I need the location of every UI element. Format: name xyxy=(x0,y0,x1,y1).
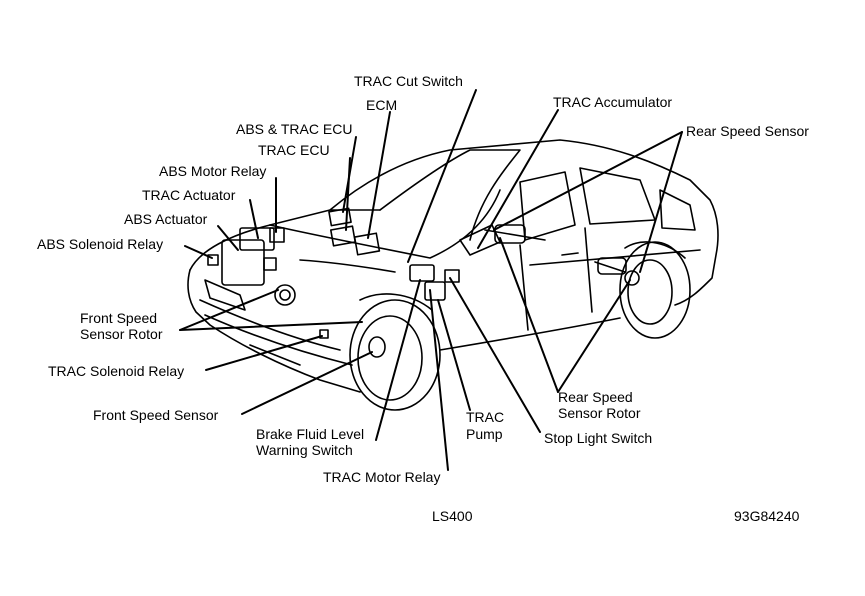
label-rear-speed-sensor: Rear Speed Sensor xyxy=(686,123,809,139)
label-trac-ecu: TRAC ECU xyxy=(258,142,330,158)
leader-trac-ecu xyxy=(345,157,351,231)
leader-trac-motor-relay xyxy=(429,289,449,471)
leader-ecm xyxy=(367,111,391,239)
label-stop-light-switch: Stop Light Switch xyxy=(544,430,653,446)
model-label: LS400 xyxy=(432,508,473,524)
leader-rear-speed-sensor-b xyxy=(639,131,683,273)
label-trac-pump-2: Pump xyxy=(466,426,503,442)
leader-trac-accumulator xyxy=(477,109,559,249)
car-front-bumper xyxy=(187,269,361,393)
label-trac-motor-relay: TRAC Motor Relay xyxy=(323,469,441,485)
car-body-outline xyxy=(189,139,719,306)
label-abs-trac-ecu: ABS & TRAC ECU xyxy=(236,121,353,137)
label-brake-fluid-1: Brake Fluid Level xyxy=(256,426,365,442)
label-brake-fluid-2: Warning Switch xyxy=(256,442,353,458)
label-rear-speed-sensor-rotor-1: Rear Speed xyxy=(558,389,633,405)
leader-front-sensor-rotor-a xyxy=(179,289,279,331)
leader-stop-light-switch xyxy=(449,277,541,433)
label-trac-pump-1: TRAC xyxy=(466,409,505,425)
car-hood xyxy=(269,189,501,259)
label-abs-actuator: ABS Actuator xyxy=(124,211,208,227)
leader-trac-solenoid-relay xyxy=(205,335,323,371)
leader-front-sensor-rotor-b xyxy=(179,321,363,331)
leader-trac-cut-switch xyxy=(407,89,477,263)
label-trac-actuator: TRAC Actuator xyxy=(142,187,236,203)
label-front-speed-sensor-rotor-1: Front Speed xyxy=(80,310,158,326)
leader-abs-actuator xyxy=(217,225,239,251)
label-trac-solenoid-relay: TRAC Solenoid Relay xyxy=(48,363,185,379)
figure-code: 93G84240 xyxy=(734,508,800,524)
leader-rear-rotor-a xyxy=(499,237,559,393)
label-front-speed-sensor-rotor-2: Sensor Rotor xyxy=(80,326,163,342)
label-trac-cut-switch: TRAC Cut Switch xyxy=(354,73,463,89)
leader-trac-pump xyxy=(437,299,471,411)
label-front-speed-sensor: Front Speed Sensor xyxy=(93,407,219,423)
leader-brake-fluid xyxy=(375,279,421,441)
leader-abs-solenoid-relay xyxy=(184,245,213,259)
car-windshield xyxy=(379,149,521,241)
label-abs-motor-relay: ABS Motor Relay xyxy=(159,163,267,179)
label-abs-solenoid-relay: ABS Solenoid Relay xyxy=(37,236,164,252)
label-trac-accumulator: TRAC Accumulator xyxy=(553,94,673,110)
car-side-window-front xyxy=(519,171,576,241)
leader-front-speed-sensor xyxy=(241,351,373,415)
leader-trac-actuator xyxy=(249,199,259,239)
front-wheel xyxy=(349,299,441,411)
leader-rear-speed-sensor-a xyxy=(493,131,683,231)
ecm-box xyxy=(353,232,381,256)
trac-ecu-box xyxy=(329,225,357,247)
leader-rear-rotor-b xyxy=(557,279,631,393)
abs-trac-ecu-box xyxy=(328,207,352,227)
label-rear-speed-sensor-rotor-2: Sensor Rotor xyxy=(558,405,641,421)
label-ecm: ECM xyxy=(366,97,398,113)
